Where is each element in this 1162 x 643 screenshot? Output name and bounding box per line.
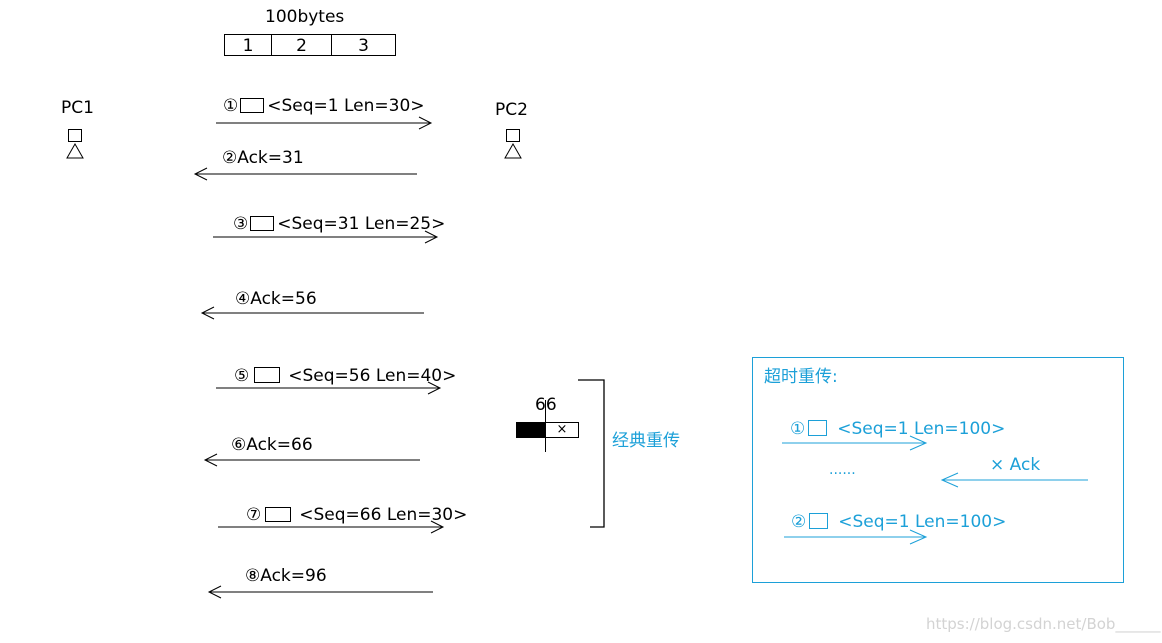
marker-line (545, 400, 546, 452)
message-label: ⑥Ack=66 (231, 437, 313, 454)
node-body-shape (66, 143, 84, 159)
message-label: ④Ack=56 (235, 291, 317, 308)
timeout-ack-lost-arrow (940, 472, 1088, 488)
arrow-msg-6 (203, 453, 420, 467)
message-text: <Seq=1 Len=30> (267, 96, 425, 116)
message-text: Ack=96 (260, 566, 327, 586)
message-number: ③ (233, 214, 249, 234)
message-label: ① <Seq=1 Len=30> (223, 98, 425, 115)
message-text: <Seq=31 Len=25> (277, 214, 446, 234)
classic-retransmit-label: 经典重传 (612, 431, 680, 451)
timeout-dots: ...... (829, 462, 856, 478)
arrow-msg-5 (216, 381, 442, 395)
segment-box: 3 (331, 34, 396, 56)
packet-icon (809, 513, 829, 529)
arrow-msg-8 (207, 585, 433, 599)
node-body-shape (504, 143, 522, 159)
message-label: ⑦ <Seq=66 Len=30> (246, 507, 467, 524)
message-label: ③ <Seq=31 Len=25> (233, 216, 445, 233)
message-number: ② (222, 148, 238, 168)
arrow-msg-3 (213, 230, 439, 244)
message-number: ⑦ (246, 505, 262, 525)
message-text: <Seq=56 Len=40> (288, 366, 457, 386)
message-label: ②Ack=31 (222, 150, 304, 167)
timeout-number: ② (791, 512, 807, 532)
timeout-line-1: ① <Seq=1 Len=100> (790, 420, 1005, 438)
arrow-msg-1 (216, 116, 433, 130)
message-label: ⑤ <Seq=56 Len=40> (234, 367, 456, 385)
timeout-title: 超时重传: (764, 367, 838, 387)
message-text: Ack=31 (237, 148, 304, 168)
classic-retransmit-bracket (578, 379, 605, 528)
timeout-retransmit-panel (752, 357, 1124, 583)
right-node-label: PC2 (495, 100, 528, 120)
packet-icon (808, 420, 828, 436)
total-bytes-label: 100bytes (265, 7, 345, 27)
packet-icon (265, 507, 292, 522)
message-number: ⑧ (245, 566, 261, 586)
arrow-msg-2 (193, 167, 417, 181)
timeout-number: ① (790, 419, 806, 439)
message-text: Ack=56 (250, 289, 317, 309)
timeout-line-2: ② <Seq=1 Len=100> (791, 513, 1006, 531)
message-number: ④ (235, 289, 251, 309)
packet-icon (254, 367, 281, 383)
message-number: ① (223, 96, 239, 116)
node-head-shape (68, 129, 82, 142)
timeout-text: <Seq=1 Len=100> (837, 419, 1006, 439)
received-block (516, 422, 545, 438)
timeout-arrow-2 (784, 529, 928, 545)
message-label: ⑧Ack=96 (245, 568, 327, 585)
packet-icon (240, 98, 265, 113)
missing-block: × (545, 422, 579, 438)
timeout-text: <Seq=1 Len=100> (838, 512, 1007, 532)
message-number: ⑤ (234, 366, 250, 386)
node-head-shape (506, 129, 520, 142)
left-node-label: PC1 (61, 98, 94, 118)
message-text: <Seq=66 Len=30> (299, 505, 468, 525)
arrow-msg-7 (218, 520, 445, 534)
watermark: https://blog.csdn.net/Bob______ (926, 615, 1161, 633)
message-number: ⑥ (231, 435, 247, 455)
arrow-msg-4 (200, 306, 424, 320)
timeout-ack-lost: × Ack (990, 455, 1041, 475)
packet-icon (250, 216, 275, 231)
cross-icon: × (556, 422, 568, 437)
message-text: Ack=66 (246, 435, 313, 455)
timeout-arrow-1 (782, 435, 928, 451)
